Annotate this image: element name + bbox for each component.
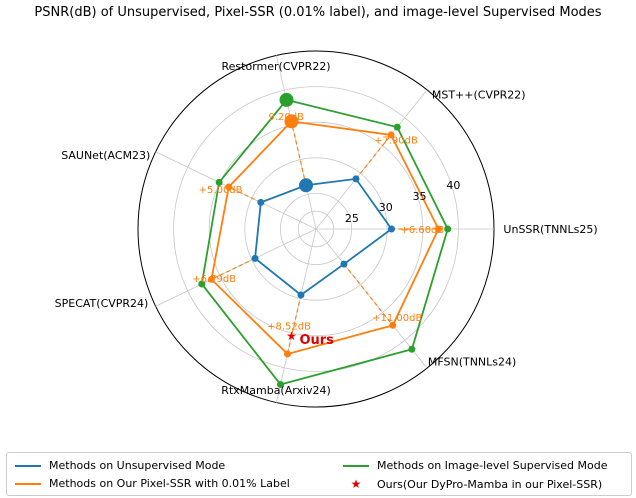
gain-label: +6.60dB bbox=[400, 225, 444, 236]
data-point bbox=[225, 183, 233, 191]
data-point bbox=[434, 225, 442, 233]
data-point bbox=[284, 114, 299, 129]
legend-item-ours: ★ Ours(Our DyPro-Mamba in our Pixel-SSR) bbox=[343, 476, 603, 492]
data-point bbox=[393, 123, 401, 131]
data-point bbox=[198, 280, 206, 288]
legend-label-ours: Ours(Our DyPro-Mamba in our Pixel-SSR) bbox=[377, 478, 603, 491]
axis-label: UnSSR(TNNLs25) bbox=[503, 223, 597, 236]
data-point bbox=[215, 178, 223, 186]
data-point bbox=[277, 380, 285, 388]
star-icon: ★ bbox=[286, 329, 297, 343]
legend-swatch-pixel-ssr bbox=[15, 483, 41, 485]
series-line bbox=[200, 98, 449, 386]
gain-label: +6.79dB bbox=[192, 274, 236, 285]
gain-label: +5.00dB bbox=[199, 185, 243, 196]
legend-label-supervised: Methods on Image-level Supervised Mode bbox=[377, 459, 608, 472]
data-point bbox=[444, 225, 452, 233]
radar-chart: PSNR(dB) of Unsupervised, Pixel-SSR (0.0… bbox=[34, 5, 602, 408]
r-tick-label: 30 bbox=[379, 201, 393, 214]
axis-label: MST++(CVPR22) bbox=[432, 89, 526, 102]
legend-label-unsupervised: Methods on Unsupervised Mode bbox=[49, 459, 226, 472]
series-line bbox=[210, 120, 440, 355]
r-tick-label: 40 bbox=[446, 179, 460, 192]
series-line bbox=[254, 177, 393, 297]
chart-title: PSNR(dB) of Unsupervised, Pixel-SSR (0.0… bbox=[34, 5, 601, 20]
legend-item-supervised: Methods on Image-level Supervised Mode bbox=[343, 458, 608, 474]
data-point bbox=[297, 291, 305, 299]
data-point bbox=[408, 345, 416, 353]
r-tick-label: 25 bbox=[345, 212, 359, 225]
axis-label: MFSN(TNNLs24) bbox=[428, 355, 516, 368]
r-tick-label: 35 bbox=[413, 190, 427, 203]
data-point bbox=[207, 275, 215, 283]
grid-spoke bbox=[155, 151, 317, 230]
gain-connector bbox=[211, 257, 256, 280]
radar-series bbox=[198, 92, 452, 388]
axis-label: RtxMamba(Arxiv24) bbox=[221, 384, 331, 397]
data-point bbox=[389, 321, 397, 329]
legend-item-unsupervised: Methods on Unsupervised Mode bbox=[15, 458, 225, 474]
axis-label: Restormer(CVPR22) bbox=[222, 60, 331, 73]
legend-swatch-unsupervised bbox=[15, 465, 41, 467]
gain-label: +7.90dB bbox=[374, 135, 418, 146]
data-point bbox=[340, 260, 348, 268]
data-point bbox=[283, 350, 291, 358]
axis-label: SAUNet(ACM23) bbox=[61, 149, 150, 162]
data-point bbox=[387, 131, 395, 139]
data-point bbox=[387, 225, 395, 233]
legend: Methods on Unsupervised Mode Methods on … bbox=[6, 452, 632, 496]
data-point bbox=[279, 92, 294, 107]
ours-label: Ours bbox=[299, 333, 334, 348]
axis-label: SPECAT(CVPR24) bbox=[55, 297, 149, 310]
legend-item-pixel-ssr: Methods on Our Pixel-SSR with 0.01% Labe… bbox=[15, 476, 290, 492]
gain-connector bbox=[290, 121, 307, 186]
gain-label: +11.00dB bbox=[372, 313, 422, 324]
data-point bbox=[299, 178, 314, 193]
gain-connector bbox=[286, 294, 302, 355]
star-icon: ★ bbox=[350, 477, 362, 491]
data-point bbox=[251, 254, 259, 262]
gain-label: +8.52dB bbox=[267, 322, 311, 333]
gain-connector bbox=[343, 263, 394, 326]
gain-label: 9.20dB bbox=[269, 112, 305, 123]
legend-label-pixel-ssr: Methods on Our Pixel-SSR with 0.01% Labe… bbox=[49, 477, 290, 490]
data-point bbox=[352, 175, 360, 183]
gain-connector bbox=[228, 186, 262, 203]
data-point bbox=[257, 198, 265, 206]
legend-swatch-supervised bbox=[343, 465, 369, 467]
gain-connector bbox=[355, 134, 392, 180]
